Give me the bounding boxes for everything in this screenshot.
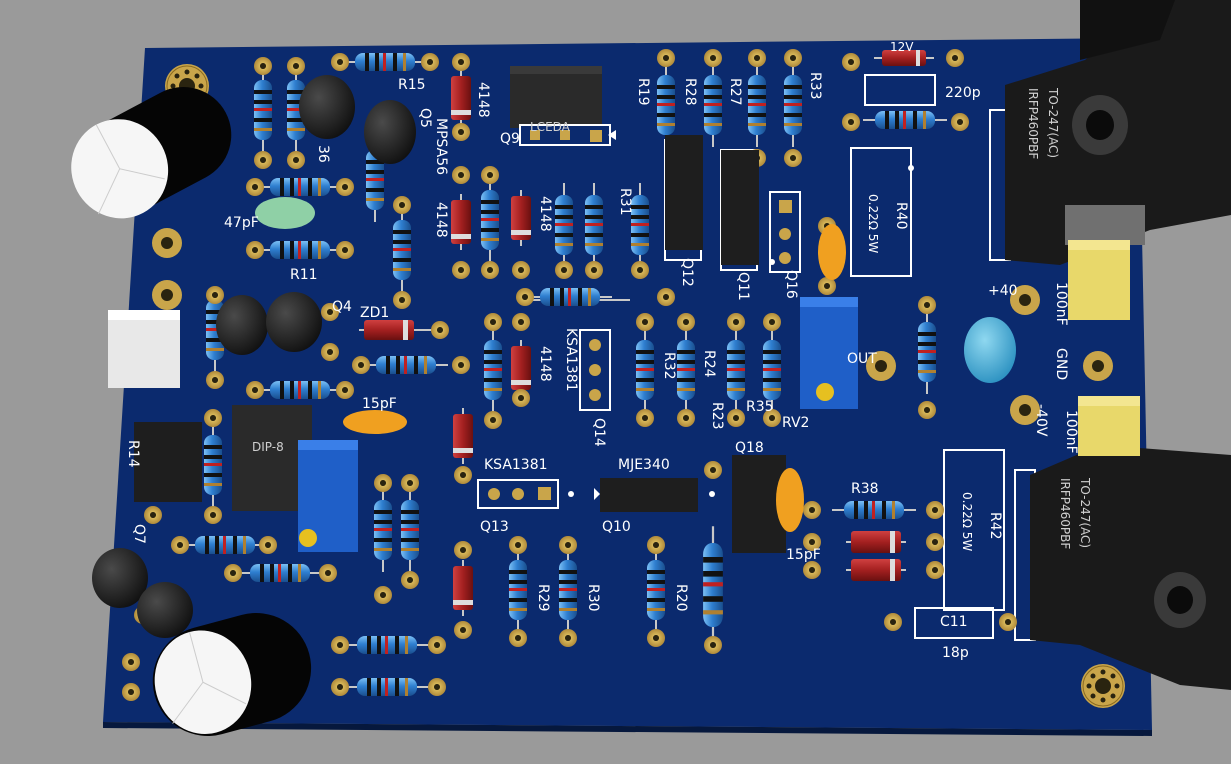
q9-body xyxy=(510,66,602,128)
pcb-board xyxy=(103,38,1152,730)
